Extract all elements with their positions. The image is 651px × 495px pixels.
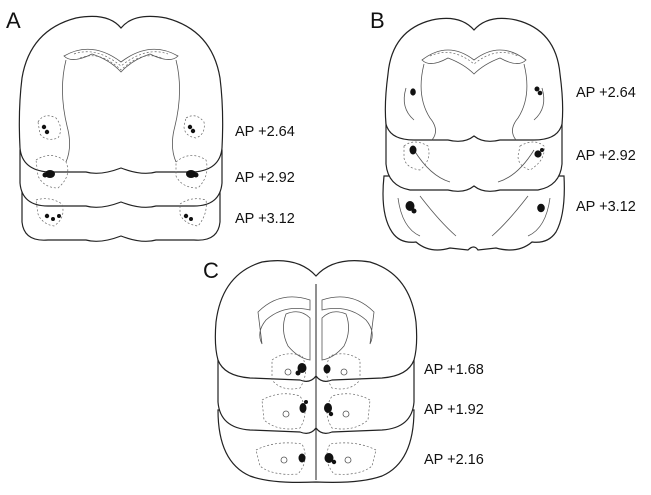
panel-a-letter: A: [6, 8, 21, 33]
panel-a-label-3: AP +3.12: [235, 211, 295, 227]
panel-b: B AP +2.64 AP +2.92 AP +3.12: [370, 8, 636, 251]
panel-a-label-2: AP +2.92: [235, 170, 295, 186]
panel-a-label-1: AP +2.64: [235, 124, 295, 140]
panel-b-section-1: [384, 17, 564, 142]
panel-b-letter: B: [370, 8, 385, 33]
panel-c: C AP +1.68 AP +1.92 AP +2.16: [203, 258, 484, 483]
panel-c-letter: C: [203, 258, 219, 283]
panel-c-label-3: AP +2.16: [424, 452, 484, 468]
panel-b-section-3: [382, 175, 565, 251]
panel-a: A AP +2.64 AP +2.92 AP +3.12: [6, 8, 295, 242]
panel-b-label-3: AP +3.12: [576, 199, 636, 215]
panel-b-label-2: AP +2.92: [576, 148, 636, 164]
panel-c-label-2: AP +1.92: [424, 402, 484, 418]
panel-b-label-1: AP +2.64: [576, 85, 636, 101]
panel-c-label-1: AP +1.68: [424, 362, 484, 378]
panel-a-section-1: [18, 15, 224, 174]
